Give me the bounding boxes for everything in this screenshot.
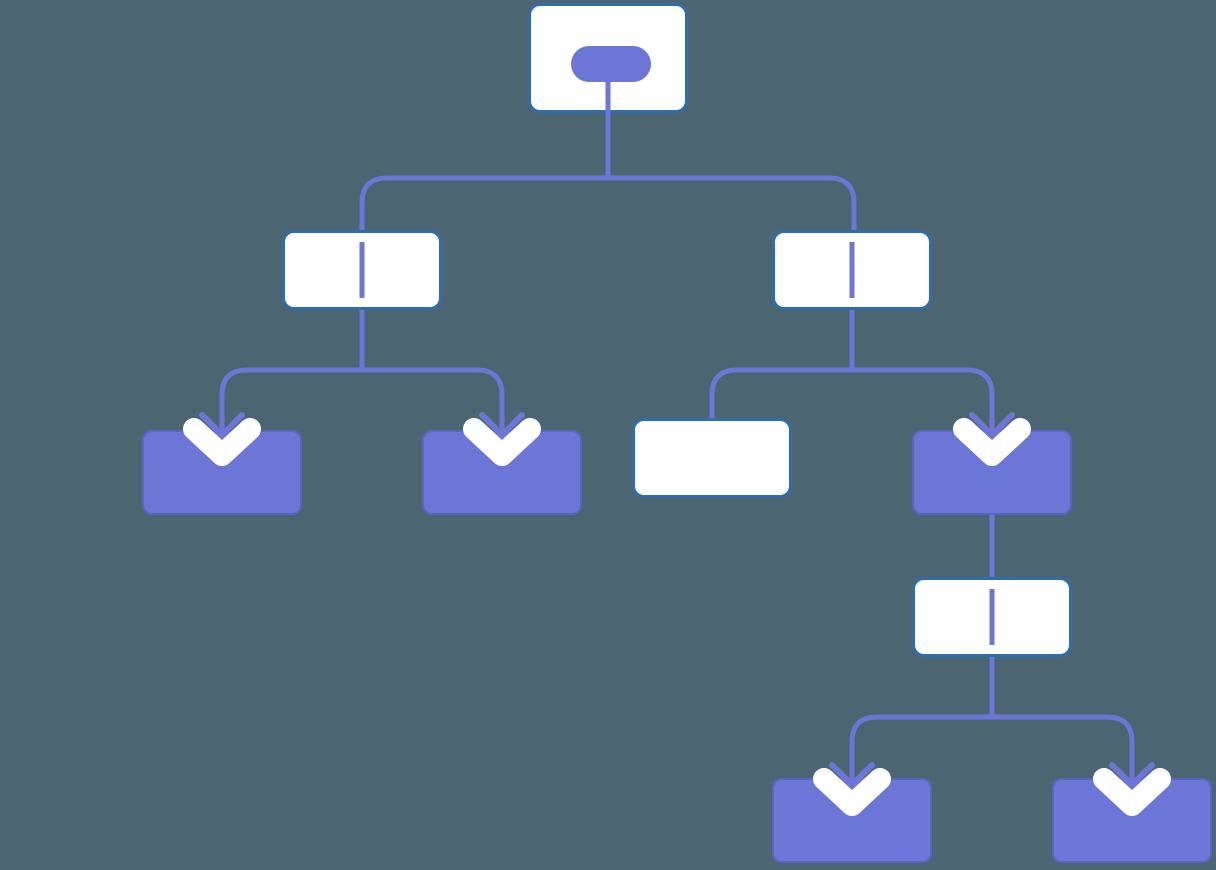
leaf-node-f[interactable] [772,778,932,863]
leaf-node-b[interactable] [422,430,582,515]
root-pill-icon [571,46,651,82]
branch-node-right[interactable] [772,230,932,310]
root-node[interactable] [528,3,688,113]
leaf-node-g[interactable] [1052,778,1212,863]
leaf-node-a[interactable] [142,430,302,515]
branch-node-d[interactable] [912,430,1072,515]
leaf-node-c[interactable] [632,418,792,498]
branch-node-e[interactable] [912,577,1072,657]
branch-node-left[interactable] [282,230,442,310]
